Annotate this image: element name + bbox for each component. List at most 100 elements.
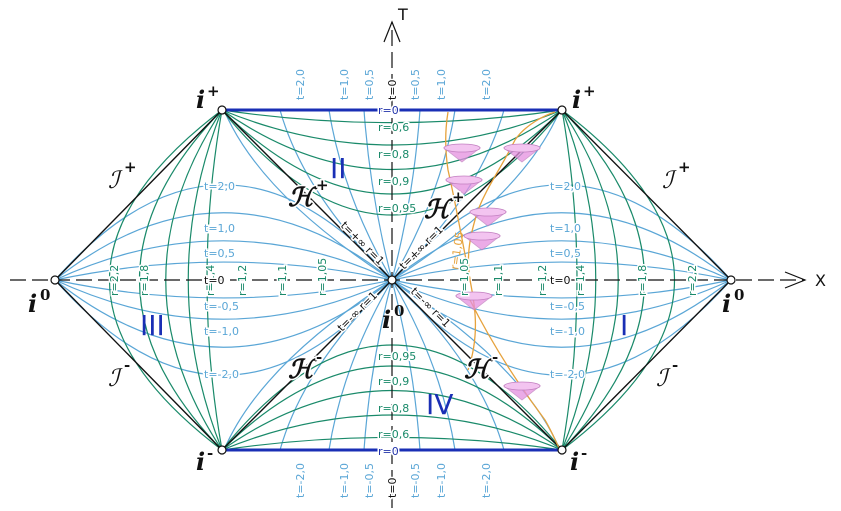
t-label-right-region: t=0 xyxy=(550,274,571,287)
scri-plus-right-label: ℐ xyxy=(662,166,677,194)
t-curve-top xyxy=(391,109,456,281)
t-label-top: t=2,0 xyxy=(294,69,307,100)
light-cone-rim xyxy=(469,207,507,217)
i-zero-center-sup: 0 xyxy=(394,302,404,320)
t-curve-right xyxy=(391,279,732,320)
t-axis-label: T xyxy=(397,5,408,24)
horizon-plus-left-label: ℋ xyxy=(288,183,318,213)
t-curve-left xyxy=(54,184,393,281)
scri-minus-right-sup: - xyxy=(672,356,678,374)
i-plus-left-label: i xyxy=(196,85,205,114)
horizon-minus-left-label: ℋ xyxy=(288,355,318,385)
i-plus-right-label: i xyxy=(572,85,581,114)
scri-plus-right-sup: + xyxy=(678,158,691,176)
r-label-right: r=1,2 xyxy=(536,265,549,296)
scri-minus-right xyxy=(561,279,732,451)
t-curve-right xyxy=(391,261,732,281)
axes xyxy=(10,20,807,508)
t-label-bottom: t=-2,0 xyxy=(294,463,307,498)
x-axis-label: X xyxy=(815,271,826,290)
t-curve-bottom xyxy=(391,279,456,451)
scri-minus-left xyxy=(54,279,223,451)
t-label-top: t=1,0 xyxy=(435,69,448,100)
point-i-plus-right xyxy=(557,105,567,115)
point-i-minus-left xyxy=(217,445,227,455)
i-zero-left-label: i xyxy=(28,289,37,318)
i-plus-right-sup: + xyxy=(583,82,596,100)
horizon-minus-right-sup: - xyxy=(492,348,498,366)
t-label-right-region: t=2,0 xyxy=(550,180,581,193)
i-zero-left-sup: 0 xyxy=(40,286,50,304)
t-label-left-region: t=0,5 xyxy=(204,247,235,260)
i-minus-left-sup: - xyxy=(207,444,213,462)
worldline-r-label: r=1,05 xyxy=(448,231,466,271)
t-curve-top xyxy=(223,109,393,281)
horizon-minus-right-label: ℋ xyxy=(464,355,494,385)
t-label-bottom: t=0 xyxy=(386,477,399,498)
t-label-top: t=0,5 xyxy=(363,69,376,100)
r-label-axis-bottom: r=0,95 xyxy=(378,350,416,363)
i-minus-left-label: i xyxy=(196,447,205,476)
t-label-top: t=0 xyxy=(386,79,399,100)
constant-t-curves xyxy=(54,109,732,451)
r-label-left: r=1,8 xyxy=(138,265,151,296)
t-curve-right xyxy=(391,240,732,281)
point-bifurcation xyxy=(387,275,397,285)
light-cone-rim xyxy=(445,175,483,185)
t-curve-left xyxy=(54,279,393,299)
scri-minus-right-label: ℐ xyxy=(656,364,671,392)
r-label-axis-bottom: r=0,6 xyxy=(378,428,409,441)
light-cone-rim xyxy=(503,381,541,391)
region-i-label: I xyxy=(620,309,628,342)
scri-plus-right xyxy=(561,109,732,281)
diag-label-lower-left: t=-∞ r=1 xyxy=(335,289,380,334)
scri-minus-left-sup: - xyxy=(124,356,130,374)
t-label-right-region: t=-2,0 xyxy=(550,368,585,381)
r-label-left: r=2,2 xyxy=(108,265,121,296)
t-curve-left xyxy=(54,240,393,281)
t-curve-bottom xyxy=(223,279,393,451)
t-curve-left xyxy=(54,279,393,320)
i-minus-right-sup: - xyxy=(581,444,587,462)
t-curve-right xyxy=(391,279,732,299)
r-label-right: r=1,1 xyxy=(492,265,505,296)
t-label-right-region: t=1,0 xyxy=(550,222,581,235)
r-label-axis-top: r=0 xyxy=(378,104,399,117)
light-cone-rim xyxy=(503,143,541,153)
light-cones xyxy=(442,143,542,401)
t-curve-bottom xyxy=(328,279,393,451)
t-label-bottom: t=-2,0 xyxy=(480,463,493,498)
t-label-top: t=1,0 xyxy=(338,69,351,100)
t-label-bottom: t=-1,0 xyxy=(338,463,351,498)
r-label-left: r=1,2 xyxy=(236,265,249,296)
i-zero-right-sup: 0 xyxy=(734,286,744,304)
horizon-plus-right-label: ℋ xyxy=(424,195,454,225)
point-i-plus-left xyxy=(217,105,227,115)
r-curve-left xyxy=(206,109,223,451)
t-label-bottom: t=-0,5 xyxy=(409,463,422,498)
r-curve-left xyxy=(139,109,223,451)
infinity-labels: i + i + i - i - i 0 i 0 i 0 xyxy=(28,82,744,476)
i-minus-right-label: i xyxy=(570,447,579,476)
scri-minus-left-label: ℐ xyxy=(108,364,123,392)
region-iv-label: IV xyxy=(426,388,453,421)
t-label-left-region: t=0 xyxy=(204,274,225,287)
i-zero-right-label: i xyxy=(722,289,731,318)
t-curve-left xyxy=(54,261,393,281)
r-label-right: r=1,4 xyxy=(574,265,587,296)
t-curve-top xyxy=(363,109,393,281)
t-label-left-region: t=2,0 xyxy=(204,180,235,193)
t-curve-top xyxy=(391,109,421,281)
t-curve-top xyxy=(328,109,393,281)
point-i-zero-left xyxy=(50,275,60,285)
t-label-right-region: t=-1,0 xyxy=(550,325,585,338)
r-label-axis-bottom: r=0,9 xyxy=(378,375,409,388)
t-curve-right xyxy=(391,279,732,376)
region-ii-label: II xyxy=(330,152,347,185)
r-label-axis-top: r=0,6 xyxy=(378,121,409,134)
region-iii-label: III xyxy=(140,309,165,342)
r-label-axis-top: r=0,95 xyxy=(378,202,416,215)
t-label-left-region: t=1,0 xyxy=(204,222,235,235)
worldline-left-path xyxy=(445,111,471,281)
